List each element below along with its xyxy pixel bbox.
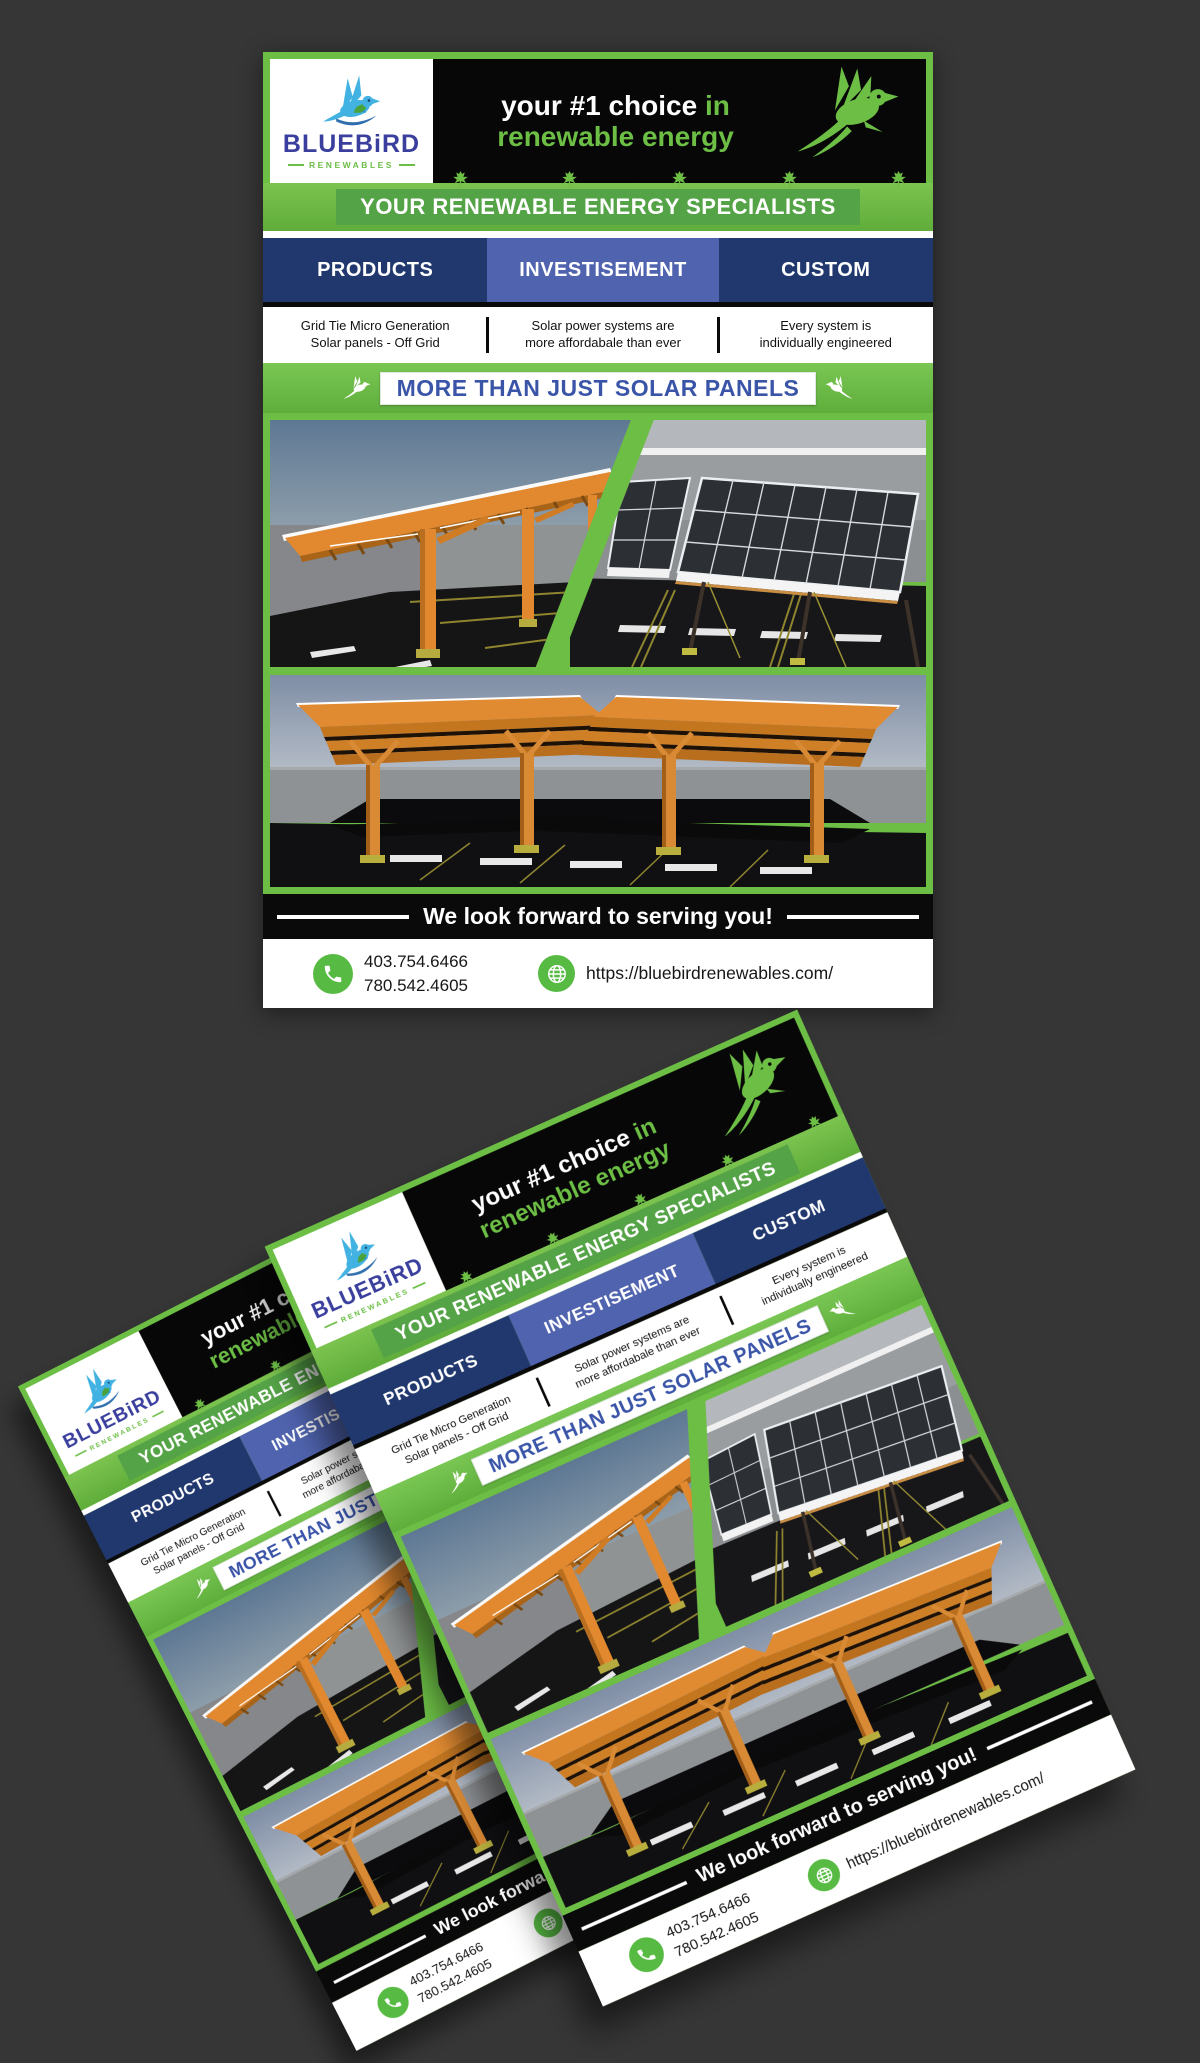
maple-leaf-icon bbox=[546, 1232, 560, 1246]
specialists-banner: YOUR RENEWABLE ENERGY SPECIALISTS bbox=[263, 183, 933, 231]
maple-leaf-icon bbox=[634, 1193, 647, 1207]
globe-icon bbox=[528, 1903, 568, 1943]
maple-leaf-icon bbox=[270, 1359, 282, 1372]
white-divider bbox=[263, 231, 933, 238]
logo-bird-icon bbox=[322, 74, 380, 125]
maple-leaf-icon bbox=[781, 171, 797, 187]
white-bird-icon bbox=[450, 1470, 468, 1494]
phone-icon bbox=[623, 1931, 670, 1978]
flyer-mockup-front: BLUEBiRD RENEWABLES your #1 choice in re… bbox=[264, 1009, 1136, 2007]
nav-underline bbox=[263, 302, 933, 307]
maple-leaf-icon bbox=[808, 1115, 822, 1130]
solar-banner: MORE THAN JUST SOLAR PANELS bbox=[374, 1256, 925, 1534]
logo-rule-right bbox=[398, 163, 415, 166]
globe-icon bbox=[802, 1853, 846, 1897]
logo-bird-icon bbox=[336, 1230, 377, 1281]
closing-banner: We look forward to serving you! bbox=[263, 894, 933, 939]
logo-rule-right bbox=[151, 1410, 164, 1418]
white-bird-icon bbox=[825, 376, 853, 399]
website-contact: https://bluebirdrenewables.com/ bbox=[528, 1812, 747, 1943]
website-contact: https://bluebirdrenewables.com/ bbox=[802, 1763, 1051, 1897]
website-url: https://bluebirdrenewables.com/ bbox=[586, 963, 834, 983]
flyer: BLUEBiRD RENEWABLES your #1 choice in re… bbox=[264, 1009, 1136, 2007]
header-banner: your #1 choice in renewable energy bbox=[433, 59, 926, 187]
specialists-text: YOUR RENEWABLE ENERGY SPECIALISTS bbox=[336, 189, 860, 225]
maple-leaf-icon bbox=[672, 171, 687, 187]
maple-leaf-icon bbox=[891, 171, 907, 187]
logo-panel: BLUEBiRD RENEWABLES bbox=[270, 59, 433, 183]
nav-custom: CUSTOM bbox=[718, 238, 933, 302]
logo-panel: BLUEBiRD RENEWABLES bbox=[272, 1192, 447, 1349]
tagline-line1: your #1 choice in bbox=[501, 89, 730, 121]
render-top-pair bbox=[270, 420, 926, 667]
closing-text: We look forward to serving you! bbox=[423, 903, 773, 929]
render-images bbox=[392, 1296, 1095, 1915]
tagline-accent: in bbox=[704, 89, 730, 121]
nav-investisement: INVESTISEMENT bbox=[487, 238, 719, 302]
contact-footer: 403.754.6466 780.542.4605 https://bluebi… bbox=[332, 1765, 823, 2051]
nav-bar: PRODUCTS INVESTISEMENT CUSTOM bbox=[263, 238, 933, 302]
carport-rear-render bbox=[270, 675, 926, 887]
logo-panel: BLUEBiRD RENEWABLES bbox=[25, 1331, 183, 1475]
maple-leaves bbox=[457, 1114, 823, 1287]
solar-array-render bbox=[400, 1305, 1009, 1733]
phone-icon bbox=[371, 1981, 414, 2024]
tagline: your #1 choice in renewable energy bbox=[433, 90, 926, 153]
maple-leaves bbox=[452, 171, 907, 187]
carport-rear-svg bbox=[270, 675, 926, 887]
carport-rear-render bbox=[490, 1507, 1088, 1908]
logo-bird-icon bbox=[83, 1368, 119, 1414]
white-bird-icon bbox=[829, 1299, 857, 1314]
contact-footer: 403.754.6466 780.542.4605 https://bluebi… bbox=[263, 939, 933, 1008]
closing-rule-left bbox=[277, 914, 410, 919]
logo-rule-left bbox=[323, 1320, 338, 1328]
flyer-flat: BLUEBiRD RENEWABLES your #1 choice in re… bbox=[263, 52, 933, 1008]
render-top-pair bbox=[400, 1305, 1009, 1733]
maple-leaf-icon bbox=[452, 171, 468, 187]
feature-divider bbox=[485, 317, 489, 353]
maple-leaf-icon bbox=[194, 1398, 206, 1411]
logo-rule-right bbox=[412, 1281, 426, 1289]
contact-footer: 403.754.6466 780.542.4605 https://bluebi… bbox=[578, 1714, 1136, 2007]
white-bird-icon bbox=[343, 376, 371, 399]
flyer: BLUEBiRD RENEWABLES your #1 choice in re… bbox=[263, 52, 933, 1008]
green-bird-icon bbox=[797, 66, 899, 158]
flyer-header: BLUEBiRD RENEWABLES your #1 choice in re… bbox=[270, 59, 926, 187]
carport-rear-svg bbox=[490, 1507, 1088, 1908]
logo-subtitle: RENEWABLES bbox=[288, 160, 415, 170]
nav-products: PRODUCTS bbox=[263, 238, 488, 302]
logo-rule-left bbox=[288, 163, 304, 166]
white-bird-icon bbox=[196, 1578, 210, 1600]
phone-icon bbox=[313, 953, 353, 994]
logo-subtitle-text: RENEWABLES bbox=[309, 159, 394, 170]
website-contact: https://bluebirdrenewables.com/ bbox=[538, 955, 833, 992]
logo-rule-left bbox=[74, 1449, 87, 1457]
solar-banner: MORE THAN JUST SOLAR PANELS bbox=[263, 363, 933, 413]
flyer-header: BLUEBiRD RENEWABLES your #1 choice in re… bbox=[272, 1017, 838, 1349]
phone-numbers: 403.754.6466 780.542.4605 bbox=[364, 950, 468, 998]
phone-contact: 403.754.6466 780.542.4605 bbox=[313, 950, 468, 998]
phone-number-1: 403.754.6466 bbox=[364, 951, 468, 971]
green-bird-icon bbox=[724, 1049, 786, 1137]
phone-contact: 403.754.6466 780.542.4605 bbox=[622, 1888, 762, 1981]
phone-number-2: 780.542.4605 bbox=[364, 975, 468, 995]
maple-leaf-icon bbox=[721, 1154, 734, 1169]
closing-rule-right bbox=[786, 914, 920, 919]
phone-contact: 403.754.6466 780.542.4605 bbox=[371, 1938, 496, 2026]
globe-icon bbox=[538, 955, 575, 992]
header-banner: your #1 choice in renewable energy bbox=[402, 1017, 838, 1291]
logo-wordmark: BLUEBiRD bbox=[282, 129, 421, 158]
solar-banner-text: MORE THAN JUST SOLAR PANELS bbox=[379, 371, 817, 405]
maple-leaf-icon bbox=[562, 171, 578, 187]
render-images bbox=[263, 413, 933, 894]
feature-divider bbox=[717, 317, 721, 353]
maple-leaf-icon bbox=[459, 1271, 473, 1285]
tagline-line2: renewable energy bbox=[497, 121, 734, 152]
